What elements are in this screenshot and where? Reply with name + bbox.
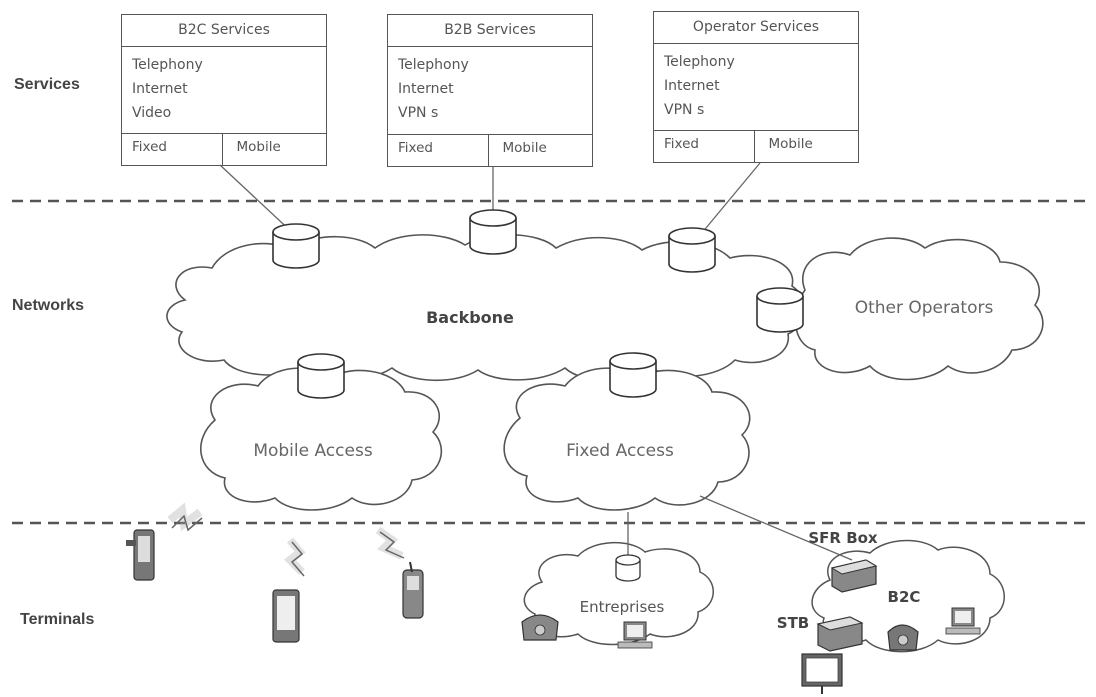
office-pc-icon — [617, 621, 653, 649]
service-title: Operator Services — [654, 12, 858, 44]
service-access-row: Fixed Mobile — [654, 130, 858, 162]
mobile-label: Mobile — [753, 131, 859, 162]
service-item: Video — [132, 105, 172, 121]
layer-label-terminals: Terminals — [20, 611, 95, 628]
smartphone-icon — [272, 589, 300, 643]
service-item: VPN s — [664, 102, 705, 118]
b2c-label: B2C — [888, 588, 921, 606]
fixed-label: Fixed — [664, 136, 699, 152]
service-item: Telephony — [664, 54, 735, 70]
cloud-mobile-access — [200, 367, 443, 511]
router-icon — [297, 353, 345, 399]
service-item: Telephony — [132, 57, 203, 73]
layer-label-networks: Networks — [12, 297, 85, 314]
service-list: Telephony Internet VPN s — [388, 47, 592, 127]
service-access-row: Fixed Mobile — [122, 133, 326, 165]
link-b2c-backbone — [219, 164, 297, 237]
mobile-label: Mobile — [487, 135, 593, 166]
service-list: Telephony Internet VPN s — [654, 44, 858, 124]
service-item: VPN s — [398, 105, 439, 121]
cloud-other-operators — [794, 237, 1044, 381]
service-item: Internet — [398, 81, 454, 97]
mobile-label: Mobile — [221, 134, 327, 165]
service-access-row: Fixed Mobile — [388, 134, 592, 166]
fixed-access-label: Fixed Access — [566, 441, 674, 461]
router-icon — [272, 223, 320, 269]
router-icon — [609, 352, 657, 398]
link-operator-backbone — [695, 162, 761, 241]
sfr-box-label: SFR Box — [808, 529, 878, 547]
phone-icon — [126, 529, 155, 581]
home-phone-icon — [887, 624, 919, 651]
service-box-b2b: B2B Services Telephony Internet VPN s Fi… — [387, 14, 593, 167]
fixed-label: Fixed — [132, 139, 167, 155]
router-icon — [756, 287, 804, 333]
layer-label-services: Services — [14, 76, 80, 93]
stb-icon — [816, 616, 864, 652]
backbone-label: Backbone — [426, 308, 514, 327]
wireless-signal-icon — [375, 526, 405, 560]
router-icon — [615, 554, 641, 582]
tv-icon — [801, 653, 843, 694]
wireless-signal-icon — [284, 537, 306, 577]
service-item: Internet — [664, 78, 720, 94]
stb-label: STB — [777, 614, 809, 632]
office-phone-icon — [521, 614, 559, 641]
mobile-access-label: Mobile Access — [253, 441, 373, 461]
service-box-b2c: B2C Services Telephony Internet Video Fi… — [121, 14, 327, 166]
router-icon — [668, 227, 716, 273]
service-list: Telephony Internet Video — [122, 47, 326, 127]
fixed-label: Fixed — [398, 140, 433, 156]
wireless-signal-icon — [167, 502, 203, 532]
other-operators-label: Other Operators — [855, 298, 994, 318]
handset-icon — [402, 561, 424, 619]
service-item: Internet — [132, 81, 188, 97]
service-title: B2B Services — [388, 15, 592, 47]
entreprises-label: Entreprises — [580, 598, 665, 616]
router-icon — [469, 209, 517, 255]
service-title: B2C Services — [122, 15, 326, 47]
service-item: Telephony — [398, 57, 469, 73]
service-box-operator: Operator Services Telephony Internet VPN… — [653, 11, 859, 163]
cloud-fixed-access — [503, 367, 751, 511]
link-fixed-access-sfr-box — [699, 495, 853, 561]
home-pc-icon — [945, 607, 981, 635]
sfr-box-icon — [830, 559, 878, 593]
